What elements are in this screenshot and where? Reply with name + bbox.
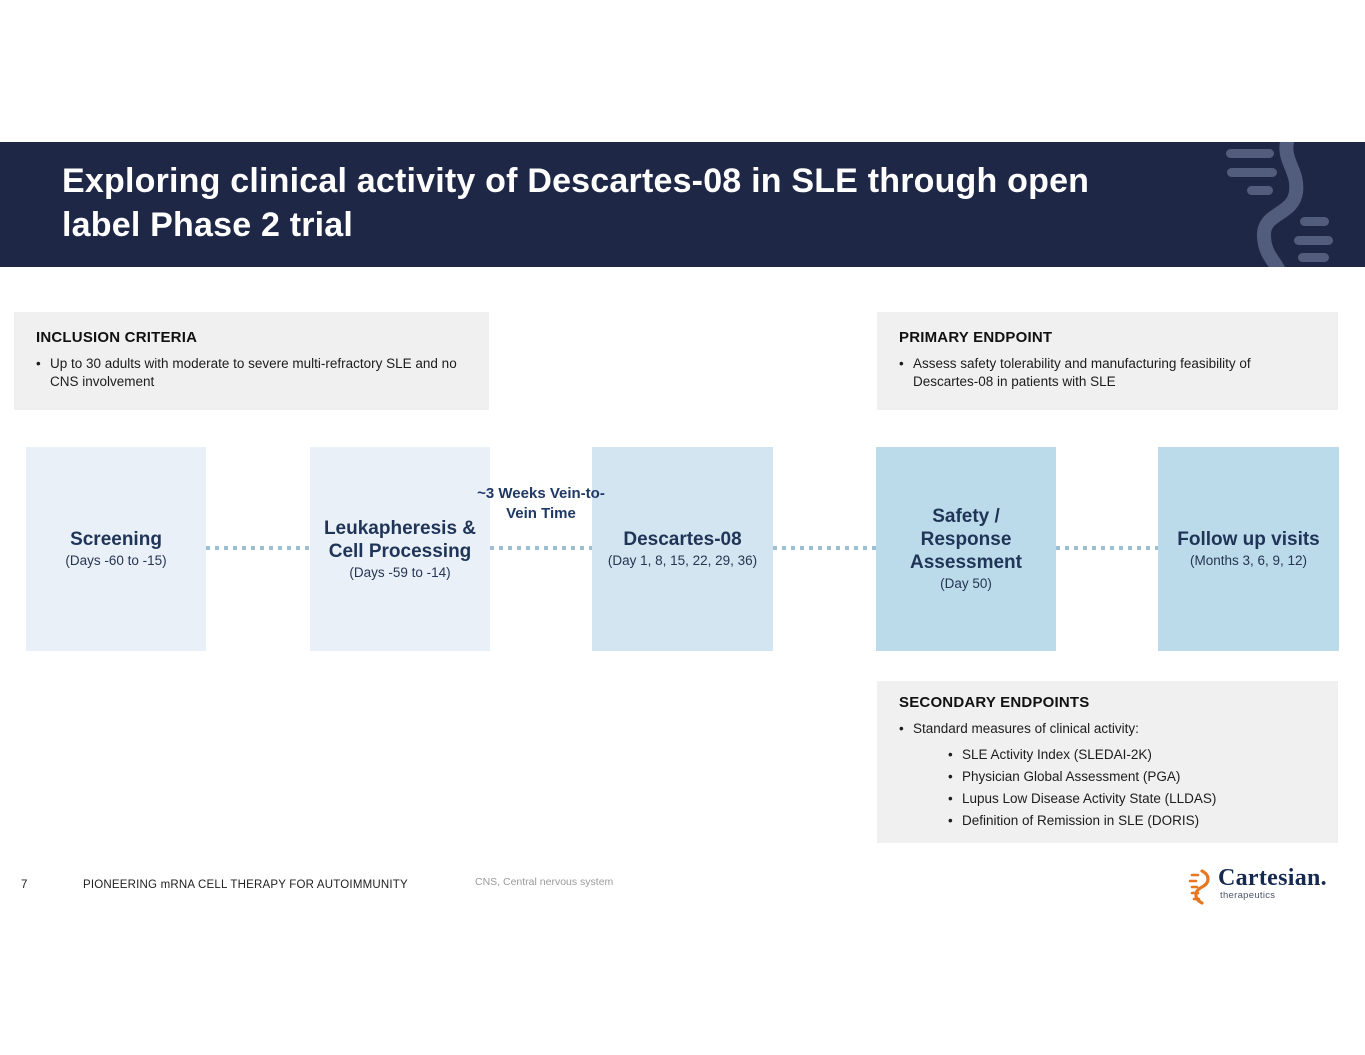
sub-bullet-item: Physician Global Assessment (PGA) — [948, 766, 1318, 788]
sub-bullet-text: Lupus Low Disease Activity State (LLDAS) — [962, 790, 1217, 806]
secondary-endpoints-heading: SECONDARY ENDPOINTS — [899, 694, 1090, 711]
sub-bullet-text: Physician Global Assessment (PGA) — [962, 768, 1181, 784]
flow-box-title: Follow up visits — [1177, 529, 1320, 550]
primary-endpoint-panel: PRIMARY ENDPOINT Assess safety tolerabil… — [877, 312, 1338, 410]
cartesian-logo: Cartesian. therapeutics — [1188, 866, 1327, 906]
inclusion-criteria-bullet: Up to 30 adults with moderate to severe … — [36, 355, 469, 390]
primary-endpoint-heading: PRIMARY ENDPOINT — [899, 329, 1053, 346]
sub-bullet-item: Definition of Remission in SLE (DORIS) — [948, 810, 1318, 832]
connector-dotted-line — [1056, 546, 1158, 550]
flow-box-title: Descartes-08 — [623, 529, 742, 550]
sub-bullet-item: SLE Activity Index (SLEDAI-2K) — [948, 744, 1318, 766]
secondary-endpoints-panel: SECONDARY ENDPOINTS Standard measures of… — [877, 681, 1338, 843]
bullet-marker — [948, 744, 962, 766]
secondary-endpoints-sublist: SLE Activity Index (SLEDAI-2K) Physician… — [899, 744, 1318, 832]
rna-helix-logo-icon — [1188, 869, 1210, 905]
secondary-endpoints-bullet-text: Standard measures of clinical activity: — [913, 721, 1139, 736]
sub-bullet-item: Lupus Low Disease Activity State (LLDAS) — [948, 788, 1318, 810]
flow-box-title: Safety / Response Assessment — [910, 506, 1022, 573]
connector-dotted-line — [773, 546, 876, 550]
bullet-marker — [36, 355, 50, 390]
inclusion-criteria-bullet-text: Up to 30 adults with moderate to severe … — [50, 356, 457, 389]
flow-box-descartes-08: Descartes-08 (Day 1, 8, 15, 22, 29, 36) — [592, 447, 773, 651]
footer-tagline: PIONEERING mRNA CELL THERAPY FOR AUTOIMM… — [83, 879, 408, 891]
logo-wordmark: Cartesian. — [1218, 865, 1327, 891]
connector-dotted-line — [490, 546, 592, 550]
slide-title-line-1: Exploring clinical activity of Descartes… — [62, 162, 1090, 200]
inclusion-criteria-heading: INCLUSION CRITERIA — [36, 329, 198, 346]
inclusion-criteria-panel: INCLUSION CRITERIA Up to 30 adults with … — [14, 312, 489, 410]
flow-box-leukapheresis: Leukapheresis & Cell Processing (Days -5… — [310, 447, 490, 651]
bullet-marker — [948, 788, 962, 810]
bullet-marker — [899, 720, 913, 738]
flow-box-subtitle: (Day 1, 8, 15, 22, 29, 36) — [607, 553, 758, 568]
bullet-marker — [899, 355, 913, 390]
rna-helix-watermark-icon — [1226, 142, 1333, 267]
primary-endpoint-bullet: Assess safety tolerability and manufactu… — [899, 355, 1318, 390]
flow-box-subtitle: (Days -60 to -15) — [65, 553, 167, 568]
slide-title-line-2: label Phase 2 trial — [62, 206, 354, 244]
bullet-marker — [948, 810, 962, 832]
flow-box-subtitle: (Day 50) — [940, 576, 992, 591]
sub-bullet-text: SLE Activity Index (SLEDAI-2K) — [962, 746, 1152, 762]
flow-box-subtitle: (Months 3, 6, 9, 12) — [1189, 553, 1308, 568]
flow-box-screening: Screening (Days -60 to -15) — [26, 447, 206, 651]
logo-tagline: therapeutics — [1220, 890, 1276, 901]
page-number: 7 — [21, 879, 28, 891]
vein-to-vein-annotation: ~3 Weeks Vein-to-Vein Time — [477, 485, 605, 522]
flow-box-follow-up-visits: Follow up visits (Months 3, 6, 9, 12) — [1158, 447, 1339, 651]
slide-title: Exploring clinical activity of Descartes… — [62, 159, 1272, 247]
bullet-marker — [948, 766, 962, 788]
flow-box-title: Screening — [70, 529, 162, 550]
flow-box-title: Leukapheresis & Cell Processing — [323, 517, 477, 562]
secondary-endpoints-bullet: Standard measures of clinical activity: — [899, 720, 1318, 738]
flow-box-subtitle: (Days -59 to -14) — [349, 564, 451, 580]
flow-box-safety-response-assessment: Safety / Response Assessment (Day 50) — [876, 447, 1056, 651]
logo-text: Cartesian. therapeutics — [1218, 866, 1327, 901]
connector-dotted-line — [206, 546, 310, 550]
slide-header: Exploring clinical activity of Descartes… — [0, 142, 1365, 267]
footnote-cns: CNS, Central nervous system — [475, 876, 614, 888]
sub-bullet-text: Definition of Remission in SLE (DORIS) — [962, 812, 1200, 828]
primary-endpoint-bullet-text: Assess safety tolerability and manufactu… — [913, 356, 1251, 389]
